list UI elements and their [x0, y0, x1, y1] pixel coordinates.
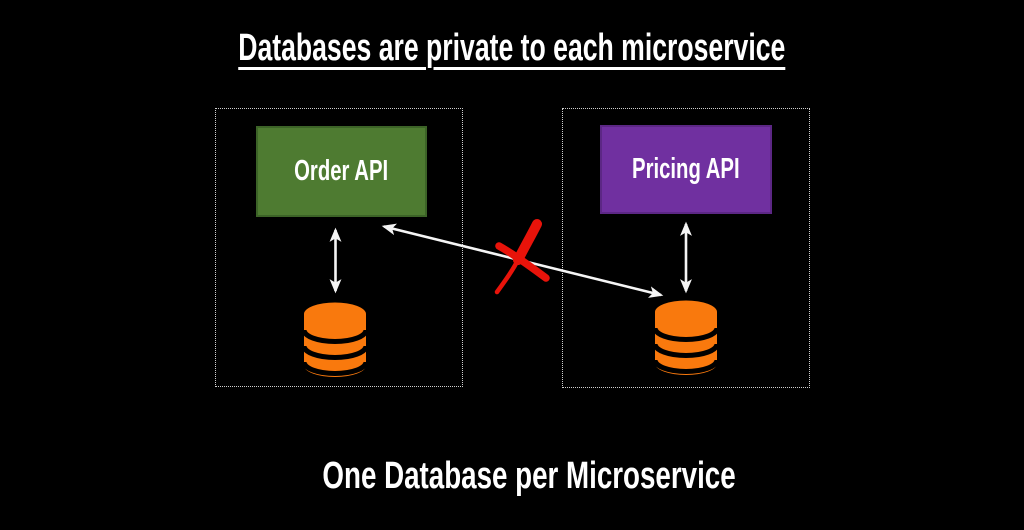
- slide-title: Databases are private to each microservi…: [0, 28, 1024, 68]
- order-database-icon: [302, 302, 368, 377]
- order-api-box: Order API: [256, 126, 427, 217]
- slide-caption-text: One Database per Microservice: [322, 455, 736, 497]
- slide-caption: One Database per Microservice: [17, 456, 1024, 496]
- pricing-database-icon: [653, 300, 719, 375]
- pricing-api-box: Pricing API: [600, 125, 772, 214]
- pricing-api-label: Pricing API: [632, 153, 740, 185]
- order-api-label: Order API: [294, 155, 389, 187]
- red-x-icon: [494, 219, 550, 295]
- slide-title-text: Databases are private to each microservi…: [238, 27, 786, 69]
